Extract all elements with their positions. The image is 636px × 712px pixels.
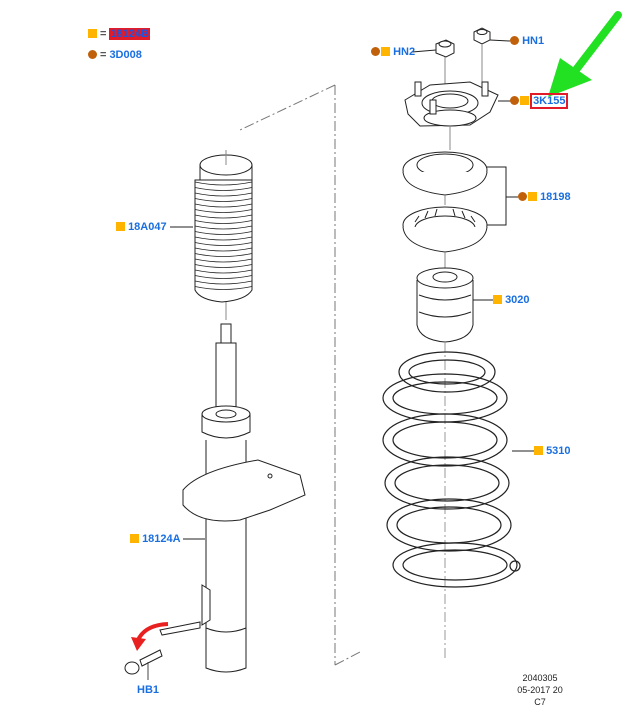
legend-item-circle: =3D008: [88, 49, 142, 62]
part-code-3020[interactable]: 3020: [505, 294, 530, 306]
bump-stop-3020: [416, 267, 474, 343]
brown-circle-icon: [510, 36, 519, 45]
part-label-3k155: 3K155: [510, 93, 569, 109]
part-label-hb1: HB1: [137, 684, 159, 697]
part-code-18A047[interactable]: 18A047: [128, 221, 167, 233]
spring-seat-upper: [402, 151, 488, 196]
equals-sign: =: [100, 49, 107, 61]
orange-square-icon: [528, 192, 537, 201]
boot-rib: [194, 220, 253, 224]
bolt-hb1: [124, 649, 163, 675]
top-mount-3k155: [404, 81, 499, 127]
part-label-18198: 18198: [518, 191, 571, 204]
boot-rib: [194, 258, 253, 263]
assembly-frame: [239, 84, 361, 666]
boot-rib: [194, 187, 253, 191]
orange-square-icon: [520, 96, 529, 105]
part-label-hn2: HN2: [371, 46, 415, 59]
brown-circle-icon: [371, 47, 380, 56]
coil-spring-5310: [382, 351, 521, 588]
diagram-reference: 2040305 05-2017 20 C7: [505, 672, 575, 708]
part-label-hn1: HN1: [510, 35, 544, 48]
boot-rib: [194, 209, 253, 213]
spring-seat-lower: [402, 206, 488, 253]
part-label-5310: 5310: [534, 445, 571, 458]
boot-rib: [194, 264, 253, 268]
boot-rib: [194, 275, 253, 279]
leader-18198: [487, 166, 518, 226]
legend-code-3D008[interactable]: 3D008: [109, 49, 142, 61]
boot-rib: [194, 231, 253, 235]
boot-rib: [194, 236, 253, 241]
boot-rib: [194, 280, 253, 285]
boot-rib: [194, 225, 253, 230]
boot-rib: [194, 253, 253, 257]
part-label-3020: 3020: [493, 294, 530, 307]
part-label-18124A: 18124A: [130, 533, 181, 546]
boot-rib: [194, 198, 253, 202]
boot-rib: [194, 286, 253, 290]
orange-square-icon: [381, 47, 390, 56]
equals-sign: =: [100, 28, 107, 40]
brown-circle-icon: [88, 50, 97, 59]
part-code-18198[interactable]: 18198: [540, 191, 571, 203]
brown-circle-icon: [510, 96, 519, 105]
part-code-hn1[interactable]: HN1: [522, 35, 545, 47]
diagram-date: 05-2017 20: [517, 685, 563, 695]
green-pointer-arrow: [548, 11, 622, 97]
nut-hn2: [435, 39, 455, 58]
boot-rib: [194, 214, 253, 219]
orange-square-icon: [493, 295, 502, 304]
orange-square-icon: [130, 534, 139, 543]
red-curved-arrow: [136, 622, 169, 641]
part-code-18124A[interactable]: 18124A: [142, 533, 181, 545]
boot-rib: [194, 192, 253, 197]
legend-item-square: =18124B: [88, 28, 150, 41]
part-code-3k155[interactable]: 3K155: [530, 93, 569, 109]
part-code-hb1[interactable]: HB1: [137, 684, 160, 696]
part-code-5310[interactable]: 5310: [546, 445, 571, 457]
strut-18124A: [159, 323, 306, 673]
orange-square-icon: [88, 29, 97, 38]
nut-hn1: [473, 27, 491, 45]
boot-rib: [194, 247, 253, 252]
orange-square-icon: [534, 446, 543, 455]
boot-rib: [194, 181, 253, 186]
brown-circle-icon: [518, 192, 527, 201]
diagram-variant: C7: [534, 697, 546, 707]
dust-boot-ribs: [194, 181, 253, 290]
diagram-number: 2040305: [522, 673, 558, 683]
boot-rib: [194, 203, 253, 208]
boot-rib: [194, 242, 253, 246]
dust-boot-18A047: [194, 154, 253, 303]
orange-square-icon: [116, 222, 125, 231]
part-label-18A047: 18A047: [116, 221, 167, 234]
legend-code-18124B[interactable]: 18124B: [109, 28, 150, 40]
part-code-hn2[interactable]: HN2: [393, 46, 416, 58]
boot-rib: [194, 269, 253, 274]
